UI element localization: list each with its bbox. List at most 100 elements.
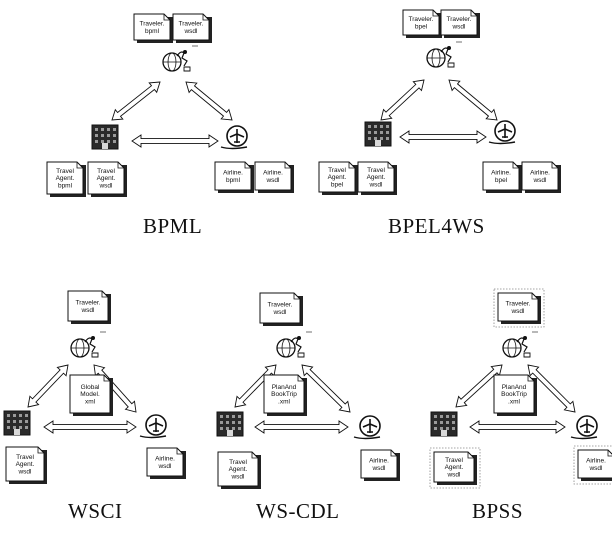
document-label-line: PlanAnd [502, 384, 527, 391]
relation-arrow [455, 364, 503, 408]
building-window [434, 421, 437, 424]
document-sheet [577, 449, 612, 479]
building-window [101, 134, 104, 137]
relation-arrow [527, 364, 576, 413]
document-fold [76, 162, 83, 169]
relation-arrow [111, 81, 161, 121]
building-window [368, 131, 371, 134]
building-window [113, 140, 116, 143]
document-label: Airline.wsdl [530, 170, 550, 184]
document-label-line: wsdl [272, 309, 287, 316]
building-window [101, 128, 104, 131]
document-fold [527, 375, 534, 382]
luggage [523, 352, 531, 358]
document-label-line: Agent. [328, 174, 347, 181]
document-sheet [46, 161, 84, 195]
document-label-line: Traveler. [139, 21, 164, 28]
document-label-line: PlanAnd [272, 384, 297, 391]
building-window [446, 421, 449, 424]
document-fold [101, 291, 108, 298]
airplane-glyph [497, 124, 513, 138]
document-label-line: Airline. [223, 170, 243, 177]
document-fold [551, 162, 558, 169]
building-window [107, 128, 110, 131]
travel-agency-building-icon [216, 411, 244, 437]
building-window [13, 414, 16, 417]
building-window [25, 414, 28, 417]
document-fold [37, 447, 44, 454]
person-head [183, 50, 187, 54]
panel-label-ws-cdl: WS-CDL [256, 499, 340, 523]
document-label-line: .xml [508, 398, 520, 405]
document-label-line: Traveler. [505, 301, 530, 308]
person-figure [516, 337, 528, 353]
document-fold [202, 14, 209, 21]
building-window [220, 427, 223, 430]
building-window [95, 140, 98, 143]
document-sheet [263, 374, 305, 414]
swoosh [488, 141, 516, 145]
person-with-globe-icon [276, 331, 312, 358]
person-head [447, 46, 451, 50]
building-window [13, 426, 16, 429]
document-label: Airline.bpml [223, 170, 243, 184]
building-door [375, 140, 381, 146]
building-window [226, 427, 229, 430]
document-fold [297, 375, 304, 382]
building-window [452, 421, 455, 424]
building-window [452, 415, 455, 418]
building-window [107, 134, 110, 137]
document-sheet [318, 161, 356, 193]
building-window [25, 420, 28, 423]
panel-label-bpel4ws: BPEL4WS [388, 214, 485, 238]
document-label: Airline.wsdl [369, 458, 389, 472]
building-window [226, 415, 229, 418]
document-label-line: BookTrip [271, 391, 297, 398]
document-label-line: wsdl [183, 28, 198, 35]
building-window [434, 415, 437, 418]
document-label-line: Airline. [586, 458, 606, 465]
document-sheet [87, 161, 125, 195]
document-label-line: Traveler. [178, 21, 203, 28]
airline-document: Airline.wsdl [521, 161, 561, 193]
document-label-line: Travel [56, 168, 74, 175]
building-window [238, 415, 241, 418]
building-window [440, 427, 443, 430]
airline-document: Airline.bpel [482, 161, 522, 193]
document-fold [531, 293, 538, 300]
building-window [19, 414, 22, 417]
document-sheet [172, 13, 210, 41]
building-window [7, 426, 10, 429]
building-window [19, 426, 22, 429]
document-label-line: bpel [415, 23, 428, 30]
document-fold [251, 452, 258, 459]
airline-document: Airline.wsdl [573, 445, 612, 485]
building-window [452, 427, 455, 430]
building-window [232, 415, 235, 418]
document-sheet [440, 9, 478, 36]
building-window [226, 421, 229, 424]
document-label-line: xml [85, 398, 96, 405]
person-with-globe-icon [70, 331, 106, 358]
building-door [102, 143, 108, 149]
document-fold [117, 162, 124, 169]
person-figure [176, 51, 188, 67]
relation-arrow [380, 79, 425, 121]
airline-document: Airline.wsdl [146, 447, 186, 479]
person-with-globe-icon [162, 45, 198, 72]
relation-arrow [399, 130, 487, 144]
document-label-line: bpel [331, 181, 344, 188]
document-fold [512, 162, 519, 169]
relation-arrow [43, 420, 137, 434]
person-head [523, 336, 527, 340]
document-sheet [67, 290, 109, 322]
